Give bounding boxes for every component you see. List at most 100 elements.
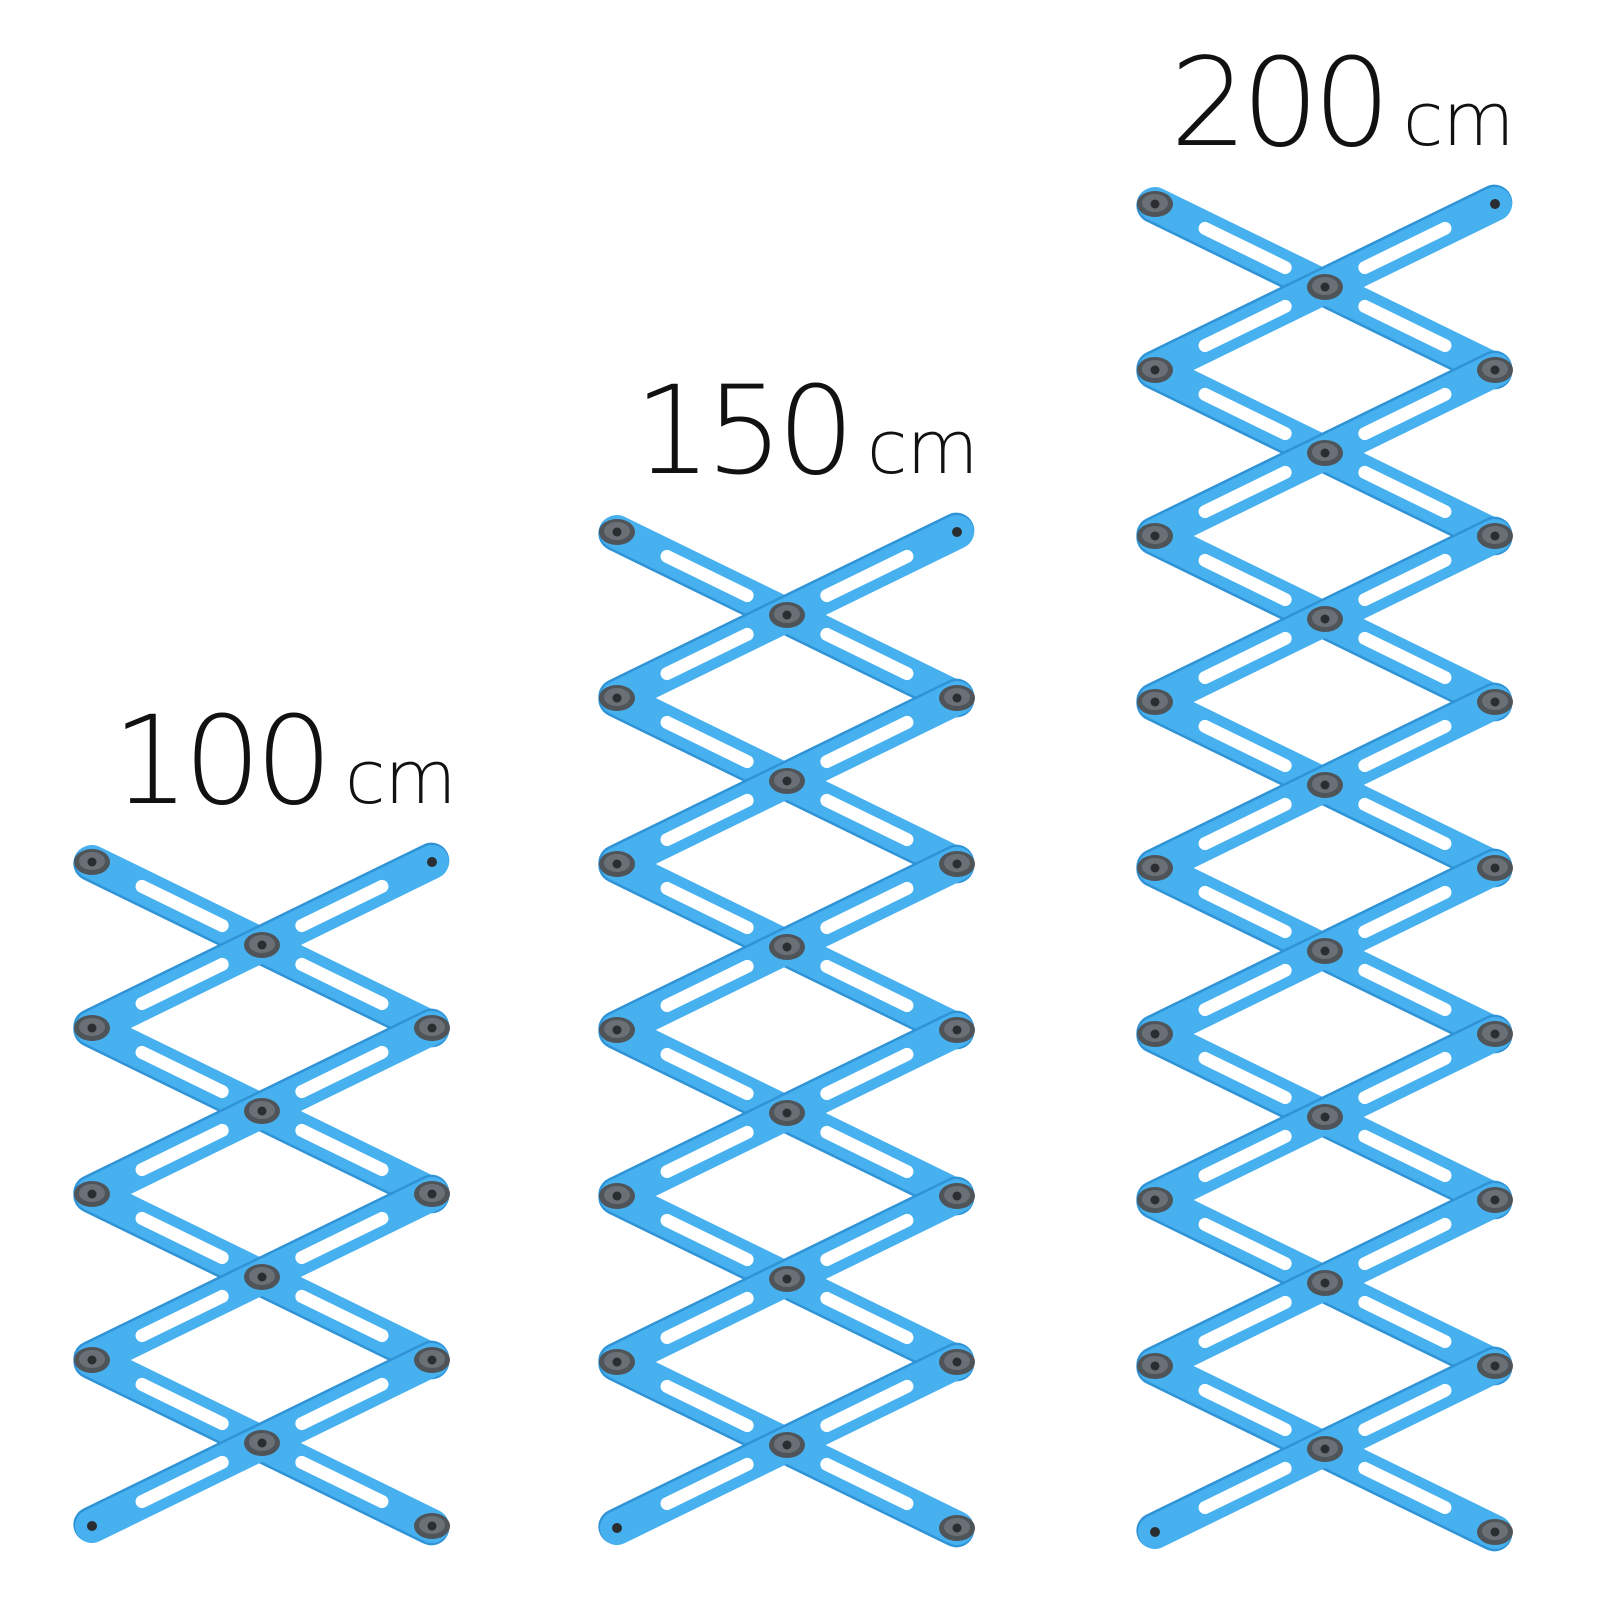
pivot-bolt [1137,357,1173,383]
link-slot [135,1211,229,1265]
link-slot [135,1045,229,1099]
pivot-bolt [74,849,110,875]
link-slot [660,793,754,847]
pivot-bolt [1477,1353,1513,1379]
pivot-bolt [599,685,635,711]
link-slot [1358,1383,1452,1437]
height-unit: cm [344,735,457,821]
link-slot [1198,387,1292,441]
link-slot [1198,1129,1292,1183]
link-slot [1198,465,1292,519]
link-slot [660,881,754,935]
link-slot [1358,221,1452,275]
link-slot [295,879,389,933]
scissor-rack-150cm [598,512,975,1548]
pivot-bolt [1307,274,1343,300]
link-slot [1198,631,1292,685]
link-slot [1358,631,1452,685]
end-pin [606,1517,628,1539]
pivot-bolt [939,685,975,711]
pivot-bolt [1477,1021,1513,1047]
link-slot [820,881,914,935]
link-slot [820,1291,914,1345]
link-slot [135,879,229,933]
link-slot [1198,719,1292,773]
pivot-bolt [599,1349,635,1375]
link-slot [820,549,914,603]
pivot-bolt [1137,523,1173,549]
link-slot [820,1213,914,1267]
link-slot [1358,797,1452,851]
pivot-bolt [939,1349,975,1375]
height-number: 200 [1170,32,1391,174]
link-slot [1198,221,1292,275]
link-slot [1358,1129,1452,1183]
link-slot [1198,885,1292,939]
link-slot [660,1047,754,1101]
link-slot [1198,299,1292,353]
pivot-bolt [1137,1021,1173,1047]
link-slot [820,1457,914,1511]
link-slot [1198,1217,1292,1271]
link-slot [820,1125,914,1179]
link-slot [1198,1295,1292,1349]
pivot-bolt [414,1015,450,1041]
link-slot [1358,719,1452,773]
end-pin [81,1515,103,1537]
pivot-bolt [1307,1104,1343,1130]
link-slot [295,1211,389,1265]
link-slot [820,1047,914,1101]
link-slot [660,549,754,603]
pivot-bolt [1477,523,1513,549]
link-slot [1358,1461,1452,1515]
pivot-bolt [414,1181,450,1207]
link-slot [135,1123,229,1177]
pivot-bolt [1477,855,1513,881]
pivot-bolt [1477,689,1513,715]
link-slot [1198,1383,1292,1437]
height-unit: cm [1402,77,1515,163]
pivot-bolt [1307,440,1343,466]
pivot-bolt [1307,938,1343,964]
pivot-bolt [769,1100,805,1126]
link-slot [135,1289,229,1343]
link-slot [1358,1051,1452,1105]
pivot-bolt [244,1264,280,1290]
link-slot [135,1377,229,1431]
link-slot [820,715,914,769]
pivot-bolt [599,851,635,877]
pivot-bolt [1477,1187,1513,1213]
pivot-bolt [939,1183,975,1209]
link-slot [1198,553,1292,607]
pivot-bolt [1137,855,1173,881]
pivot-bolt [414,1347,450,1373]
pivot-bolt [244,1098,280,1124]
link-slot [1198,1051,1292,1105]
link-slot [660,959,754,1013]
link-slot [1358,1295,1452,1349]
pivot-bolt [74,1347,110,1373]
scissor-rack-200cm [1136,184,1513,1552]
link-slot [660,1213,754,1267]
pivot-bolt [939,1017,975,1043]
link-slot [660,715,754,769]
link-slot [660,627,754,681]
end-pin [421,851,443,873]
pivot-bolt [599,519,635,545]
link-slot [1358,963,1452,1017]
pivot-bolt [939,1515,975,1541]
pivot-bolt [1307,606,1343,632]
pivot-bolt [1137,689,1173,715]
pivot-bolt [769,934,805,960]
pivot-bolt [74,1015,110,1041]
pivot-bolt [1137,1187,1173,1213]
pivot-bolt [1307,1270,1343,1296]
pivot-bolt [1477,1519,1513,1545]
link-slot [820,959,914,1013]
link-slot [1358,1217,1452,1271]
link-slot [1358,465,1452,519]
pivot-bolt [599,1183,635,1209]
